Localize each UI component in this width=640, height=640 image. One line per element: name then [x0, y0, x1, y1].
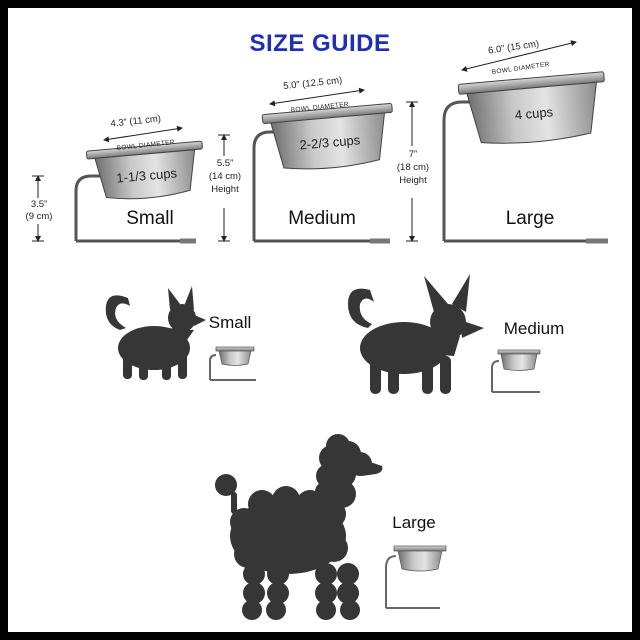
small-dog-group: Small	[105, 286, 256, 381]
stand-large-height-word: Height	[399, 175, 427, 186]
stand-medium-height-in: 5.5”	[217, 158, 233, 169]
stand-large-frame	[442, 100, 608, 244]
stand-small-capacity: 1-1/3 cups	[116, 165, 178, 185]
medium-dog-label: Medium	[504, 319, 564, 338]
size-guide-panel: SIZE GUIDE	[8, 8, 632, 632]
stand-small-height-cm: (9 cm)	[26, 211, 53, 222]
stand-large-height-cm: (18 cm)	[397, 162, 429, 173]
stand-small-frame	[74, 174, 196, 244]
medium-dog-stand-icon	[491, 349, 541, 393]
large-dog-label: Large	[392, 513, 435, 532]
stand-medium-height-word: Height	[211, 184, 239, 195]
small-dog-icon	[105, 286, 206, 380]
page-title: SIZE GUIDE	[249, 30, 391, 57]
stand-small-height: 3.5” (9 cm)	[22, 175, 56, 242]
stand-medium-height: 5.5” (14 cm) Height	[206, 134, 244, 242]
stand-medium: 2-2/3 cups 5.0” (12.5 cm) BOWL DIAMETER …	[206, 75, 393, 244]
stand-large-diameter-value: 6.0” (15 cm)	[488, 39, 540, 57]
size-guide-illustration: 1-1/3 cups 4.3” (11 cm) BOWL DIAMETER 3.…	[22, 39, 608, 620]
stand-large-diameter: 6.0” (15 cm) BOWL DIAMETER	[461, 39, 577, 76]
stand-small-diameter-value: 4.3” (11 cm)	[110, 113, 161, 129]
stand-medium-diameter-value: 5.0” (12.5 cm)	[283, 75, 343, 92]
large-dog-stand-icon	[385, 545, 447, 609]
stand-medium-capacity: 2-2/3 cups	[299, 132, 361, 152]
stand-medium-frame	[252, 130, 390, 244]
poodle-dog-icon	[215, 434, 383, 620]
stand-large: 4 cups 6.0” (15 cm) BOWL DIAMETER 7” (18…	[392, 39, 608, 244]
stand-large-capacity: 4 cups	[514, 104, 554, 122]
small-dog-label: Small	[209, 313, 252, 332]
stand-medium-label: Medium	[288, 208, 356, 229]
stand-medium-height-cm: (14 cm)	[209, 171, 241, 182]
medium-dog-group: Medium	[348, 274, 564, 394]
stand-large-bowl: 4 cups	[457, 71, 605, 144]
stand-large-height-in: 7”	[409, 149, 417, 160]
stand-large-height: 7” (18 cm) Height	[392, 101, 434, 242]
small-dog-stand-icon	[209, 346, 256, 381]
stand-medium-bowl: 2-2/3 cups	[261, 103, 393, 170]
stand-small-bowl: 1-1/3 cups	[85, 140, 203, 200]
corgi-dog-icon	[348, 274, 484, 394]
stand-large-label: Large	[506, 208, 555, 229]
stand-large-diameter-label: BOWL DIAMETER	[491, 61, 550, 76]
large-dog-group: Large	[215, 434, 447, 620]
stand-small: 1-1/3 cups 4.3” (11 cm) BOWL DIAMETER 3.…	[22, 113, 203, 244]
stand-small-diameter: 4.3” (11 cm) BOWL DIAMETER	[103, 113, 183, 152]
stand-small-height-in: 3.5”	[31, 199, 47, 210]
stand-small-label: Small	[126, 208, 174, 229]
